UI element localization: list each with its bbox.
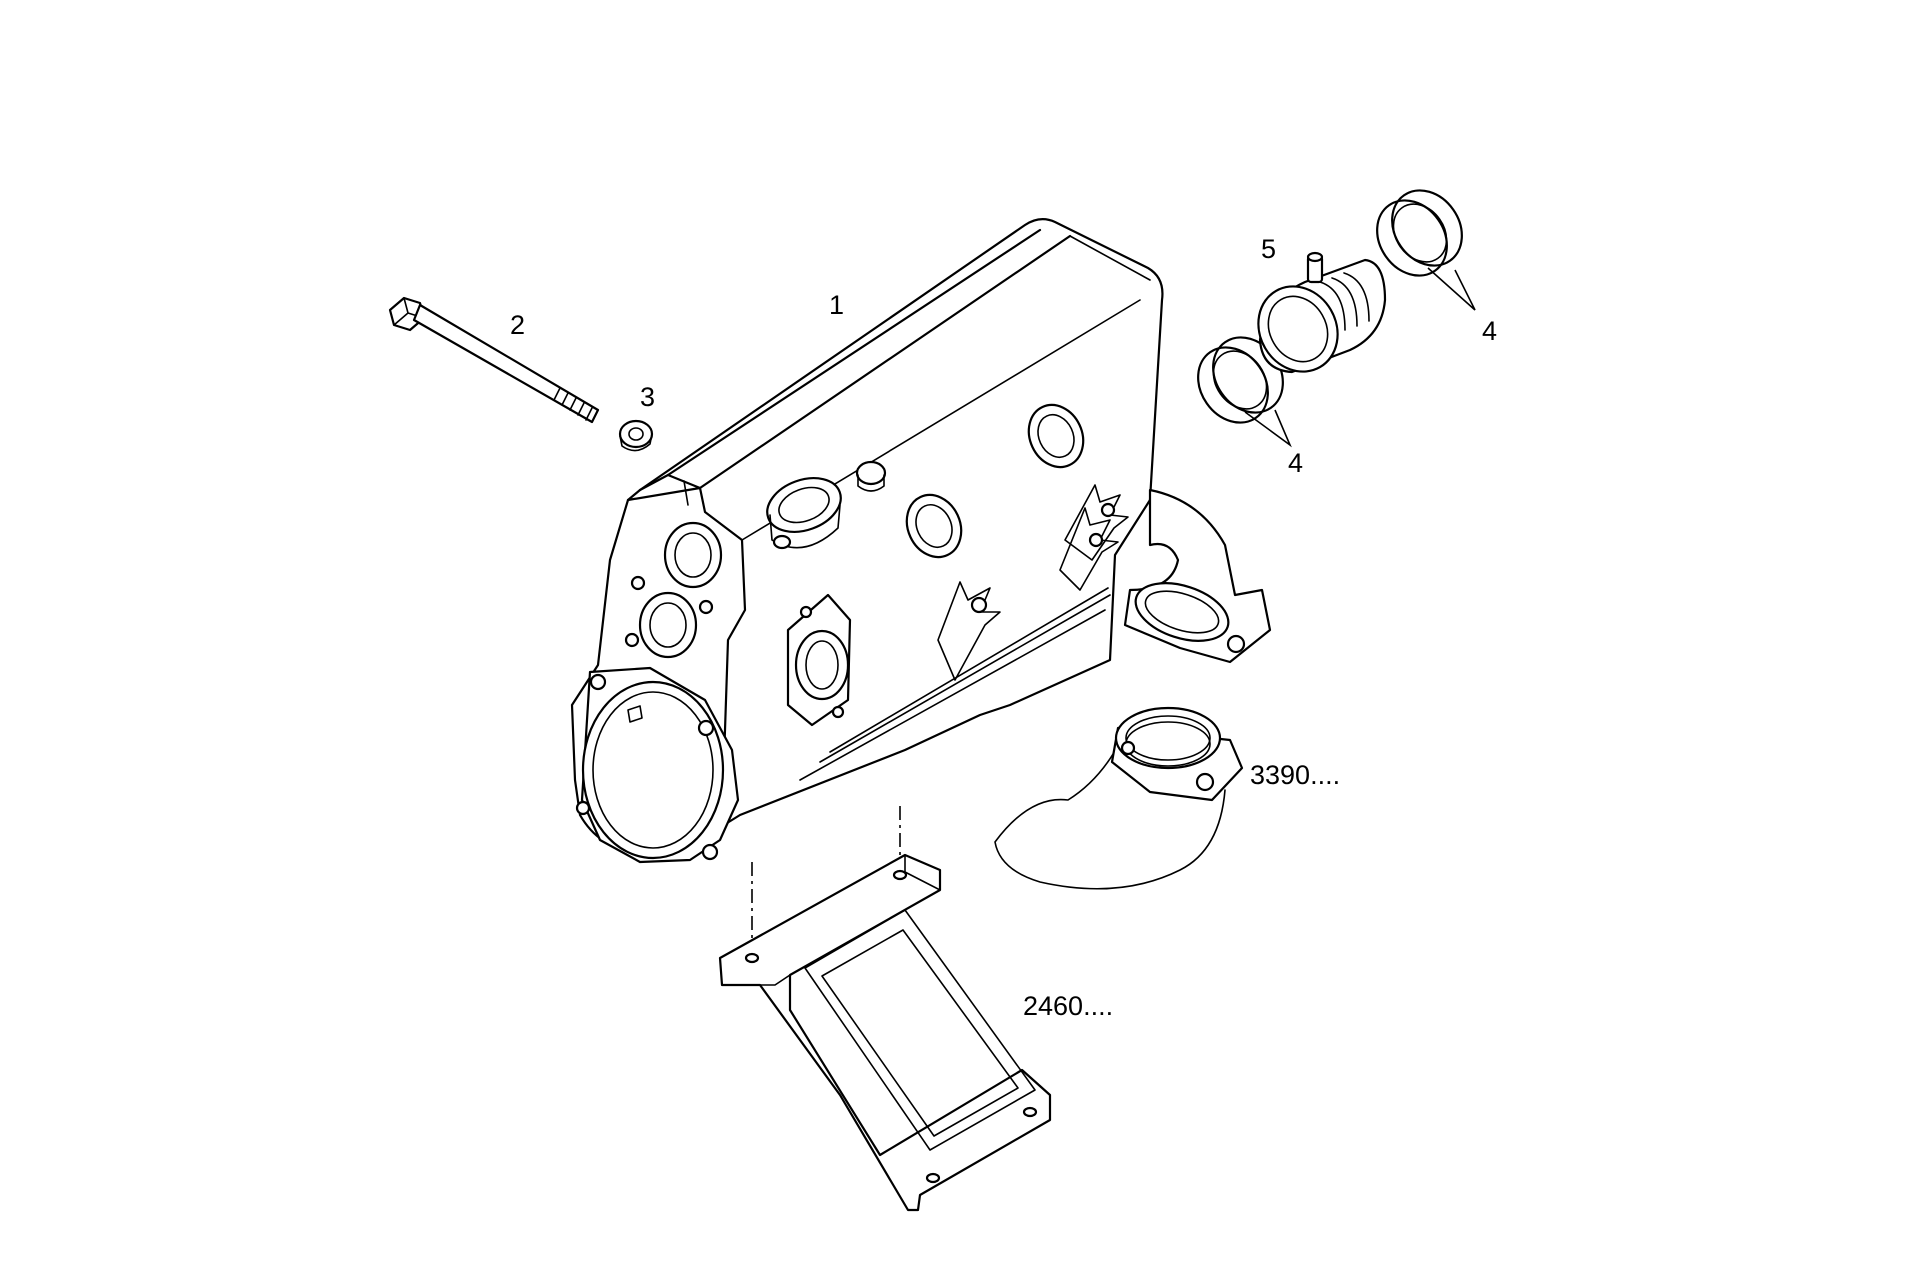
elbow-assembly-3390[interactable] [994,706,1244,890]
bracket-assembly-2460[interactable] [718,853,1052,1212]
reference-3390-label: 3390.... [1250,760,1340,790]
seal-rings-part-4-left[interactable] [1184,324,1297,436]
reference-2460-label: 2460.... [1023,991,1113,1021]
callout-2: 2 [510,310,525,340]
callout-4-left: 4 [1288,448,1303,478]
callout-1: 1 [829,290,844,320]
callout-5: 5 [1261,234,1276,264]
sleeve-part-5[interactable] [1243,251,1387,386]
housing-part-1[interactable] [570,218,1272,957]
bolt-part-2[interactable] [388,296,600,424]
callout-3: 3 [640,382,655,412]
leader-lines [1244,267,1476,448]
washer-part-3[interactable] [618,419,654,452]
seal-rings-part-4-right[interactable] [1363,177,1476,289]
callout-4-right: 4 [1482,316,1497,346]
